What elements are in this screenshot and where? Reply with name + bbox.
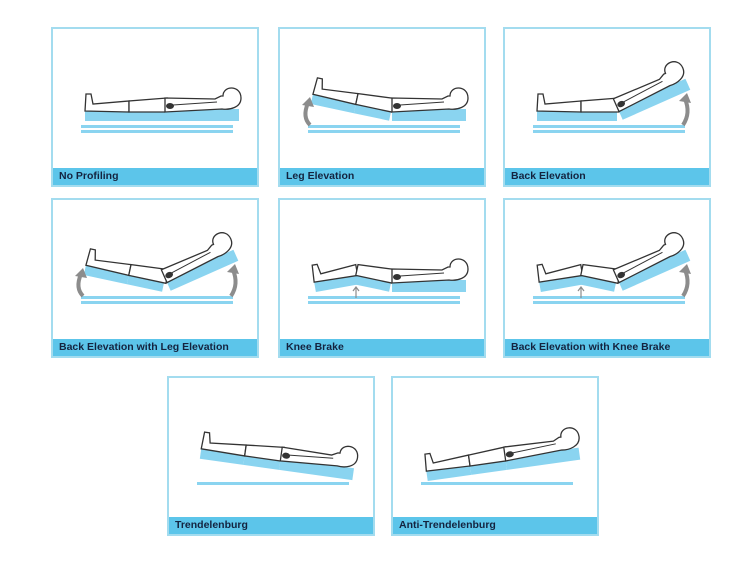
bed-frame bbox=[421, 482, 573, 485]
bed-position-illustration bbox=[75, 232, 239, 304]
leg-raise-arrow-icon bbox=[303, 102, 312, 127]
bed-position-illustration bbox=[302, 77, 469, 133]
bed-position-illustration bbox=[533, 232, 691, 304]
panel-label: Back Elevation with Leg Elevation bbox=[53, 339, 257, 356]
bed-frame bbox=[308, 125, 460, 133]
panel-label: No Profiling bbox=[53, 168, 257, 185]
bed-frame bbox=[308, 296, 460, 304]
leg-raise-arrow-icon bbox=[76, 273, 85, 298]
knee-raise-arrow-icon bbox=[577, 286, 585, 298]
bed-frame bbox=[533, 125, 685, 133]
back-raise-arrow-icon bbox=[681, 98, 690, 127]
bed-position-illustration bbox=[197, 431, 359, 485]
panel-knee-brake: Knee Brake bbox=[278, 198, 486, 358]
panel-label: Knee Brake bbox=[280, 339, 484, 356]
bed-frame bbox=[81, 296, 233, 304]
bed-frame bbox=[533, 296, 685, 304]
panel-back-leg-elevation: Back Elevation with Leg Elevation bbox=[51, 198, 259, 358]
bed-position-illustration bbox=[308, 258, 469, 304]
back-raise-arrow-icon bbox=[681, 269, 690, 298]
panel-label: Leg Elevation bbox=[280, 168, 484, 185]
bed-frame bbox=[197, 482, 349, 485]
panel-flat: No Profiling bbox=[51, 27, 259, 187]
panel-label: Trendelenburg bbox=[169, 517, 373, 534]
panel-back-knee-brake: Back Elevation with Knee Brake bbox=[503, 198, 711, 358]
panel-label: Back Elevation bbox=[505, 168, 709, 185]
panel-leg-elevation: Leg Elevation bbox=[278, 27, 486, 187]
panel-label: Back Elevation with Knee Brake bbox=[505, 339, 709, 356]
bed-frame bbox=[81, 125, 233, 133]
panel-trendelenburg: Trendelenburg bbox=[167, 376, 375, 536]
bed-position-illustration bbox=[533, 61, 691, 133]
bed-position-illustration bbox=[81, 87, 242, 133]
back-raise-arrow-icon bbox=[229, 269, 238, 298]
panel-back-elevation: Back Elevation bbox=[503, 27, 711, 187]
knee-raise-arrow-icon bbox=[352, 286, 360, 298]
panel-label: Anti-Trendelenburg bbox=[393, 517, 597, 534]
bed-position-illustration bbox=[421, 427, 581, 485]
panel-anti-trendelenburg: Anti-Trendelenburg bbox=[391, 376, 599, 536]
